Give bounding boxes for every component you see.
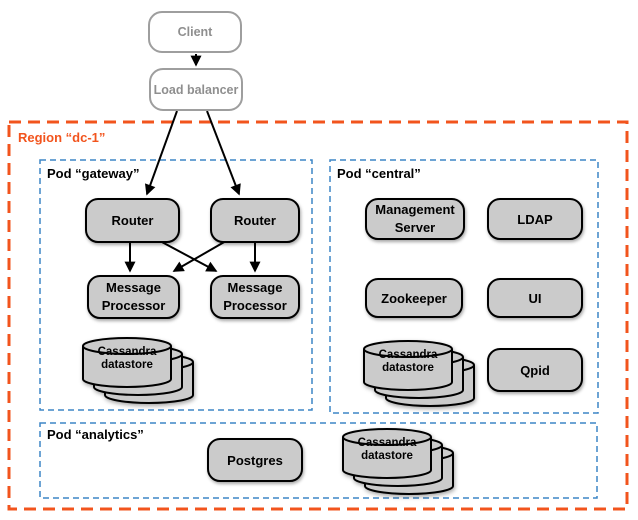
arrow-loadbalancer-to-router2 <box>206 110 241 196</box>
database-cylinder-icon <box>342 428 454 495</box>
arrow-router1-to-mp2 <box>159 240 218 272</box>
ldap-label: LDAP <box>517 211 553 227</box>
arrow-router2-to-mp1 <box>172 240 227 272</box>
region-dc1-label: Region “dc-1” <box>18 130 106 145</box>
management-server-label-line1: Management <box>375 202 455 217</box>
mp2-label-line1: Message <box>227 280 283 295</box>
node-client: Client <box>148 11 242 53</box>
load-balancer-label: Load balancer <box>153 82 239 97</box>
node-qpid: Qpid <box>487 348 583 392</box>
node-ui: UI <box>487 278 583 318</box>
node-message-processor-2: Message Processor <box>210 275 300 319</box>
postgres-label: Postgres <box>227 452 283 468</box>
cassandra-datastore-central: Cassandra datastore <box>363 340 477 408</box>
node-management-server: Management Server <box>365 198 465 240</box>
pod-central-boundary <box>329 159 599 414</box>
pod-gateway-label: Pod “gateway” <box>47 166 140 181</box>
node-postgres: Postgres <box>207 438 303 482</box>
mp2-label-line2: Processor <box>223 298 287 313</box>
database-cylinder-icon <box>82 337 194 404</box>
cassandra-datastore-gateway: Cassandra datastore <box>82 337 196 405</box>
pod-analytics-label: Pod “analytics” <box>47 427 144 442</box>
cassandra-central-label-line2: datastore <box>382 362 434 374</box>
cassandra-gateway-label-line2: datastore <box>101 359 153 371</box>
mp1-label-line2: Processor <box>101 298 166 313</box>
cassandra-gateway-label-line1: Cassandra <box>97 346 157 358</box>
node-message-processor-1: Message Processor <box>87 275 180 319</box>
cassandra-analytics-label-line2: datastore <box>361 450 413 462</box>
node-router-2: Router <box>210 198 300 243</box>
qpid-label: Qpid <box>520 362 550 378</box>
cassandra-analytics-label-line1: Cassandra <box>357 437 417 449</box>
router-2-label: Router <box>234 213 276 228</box>
mp1-label-line1: Message <box>106 280 161 295</box>
node-load-balancer: Load balancer <box>149 68 243 111</box>
node-ldap: LDAP <box>487 198 583 240</box>
region-dc1-boundary <box>7 120 629 511</box>
router-1-label: Router <box>111 213 154 228</box>
node-router-1: Router <box>85 198 180 243</box>
pod-gateway-boundary <box>39 159 313 411</box>
cassandra-datastore-analytics: Cassandra datastore <box>342 428 456 496</box>
arrow-loadbalancer-to-router1 <box>145 110 178 196</box>
database-cylinder-icon <box>363 340 475 407</box>
pod-central-label: Pod “central” <box>337 166 421 181</box>
cassandra-central-label-line1: Cassandra <box>378 349 438 361</box>
zookeeper-label: Zookeeper <box>381 290 447 306</box>
client-label: Client <box>177 25 213 39</box>
node-zookeeper: Zookeeper <box>365 278 463 318</box>
management-server-label-line2: Server <box>394 220 436 235</box>
ui-label: UI <box>528 290 542 306</box>
pod-analytics-boundary <box>39 422 598 499</box>
